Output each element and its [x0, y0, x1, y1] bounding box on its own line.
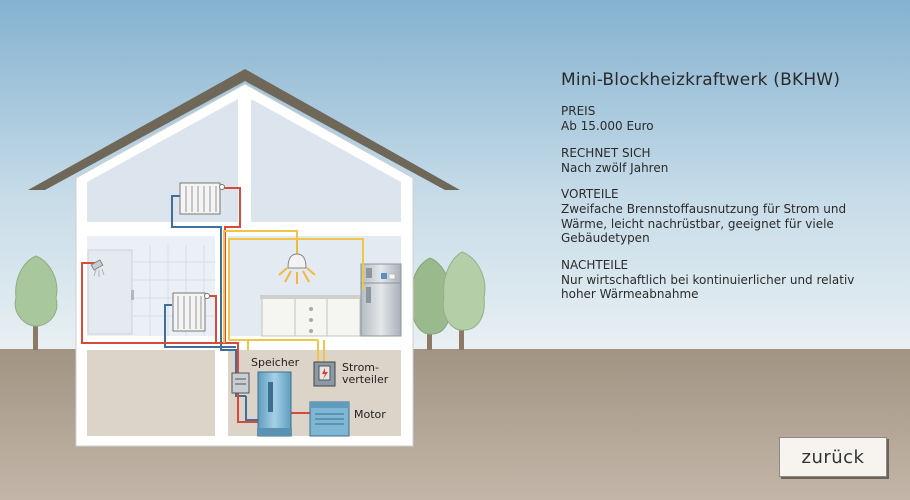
tree-left — [14, 255, 58, 350]
basement-left — [87, 350, 215, 436]
power-distributor-box — [313, 361, 336, 387]
storage-tank — [257, 371, 292, 437]
drawer-knob — [309, 307, 313, 311]
section-text: Zweifache Brennstoffausnutzung für Strom… — [561, 202, 847, 245]
label-motor: Motor — [354, 408, 386, 421]
section-text: Nach zwölf Jahren — [561, 160, 669, 175]
countertop — [260, 295, 362, 299]
section-preis: PREIS Ab 15.000 Euro — [561, 104, 881, 134]
section-heading: RECHNET SICH — [561, 145, 651, 160]
back-button[interactable]: zurück — [779, 437, 887, 477]
section-heading: PREIS — [561, 104, 596, 118]
label-stromverteiler-line1: Strom- — [342, 361, 379, 374]
lightning-icon — [322, 368, 328, 379]
info-panel: Mini-Blockheizkraftwerk (BKHW) PREIS Ab … — [561, 70, 881, 314]
radiator-icon-attic — [179, 182, 225, 215]
shower-door-handle — [131, 290, 134, 300]
section-heading: NACHTEILE — [561, 257, 629, 272]
info-title: Mini-Blockheizkraftwerk (BKHW) — [561, 70, 841, 90]
section-text: Nur wirtschaftlich bei kontinuierlicher … — [561, 272, 855, 302]
motor-unit — [309, 401, 350, 437]
fridge-magnet — [381, 273, 387, 279]
fridge-handle — [366, 287, 371, 303]
drawer-knob — [309, 318, 313, 322]
shower-head-icon — [90, 259, 105, 277]
controller-box — [231, 372, 250, 394]
radiator-icon-bathroom — [172, 292, 210, 332]
drawer-knob — [309, 329, 313, 333]
section-heading: VORTEILE — [561, 187, 619, 201]
fridge-handle — [366, 268, 372, 278]
label-speicher: Speicher — [251, 356, 300, 369]
section-text: Ab 15.000 Euro — [561, 119, 654, 133]
power-lines — [223, 230, 364, 363]
ceiling-lamp-icon — [278, 236, 316, 284]
attic-room-right — [251, 99, 401, 222]
section-vorteile: VORTEILE Zweifache Brennstoffausnutzung … — [561, 187, 881, 246]
tree-right-2 — [442, 251, 486, 350]
section-rechnet-sich: RECHNET SICH Nach zwölf Jahren — [561, 146, 881, 176]
label-stromverteiler-line2: verteiler — [342, 373, 389, 386]
fridge-note — [388, 273, 396, 280]
section-nachteile: NACHTEILE Nur wirtschaftlich bei kontinu… — [561, 258, 881, 302]
